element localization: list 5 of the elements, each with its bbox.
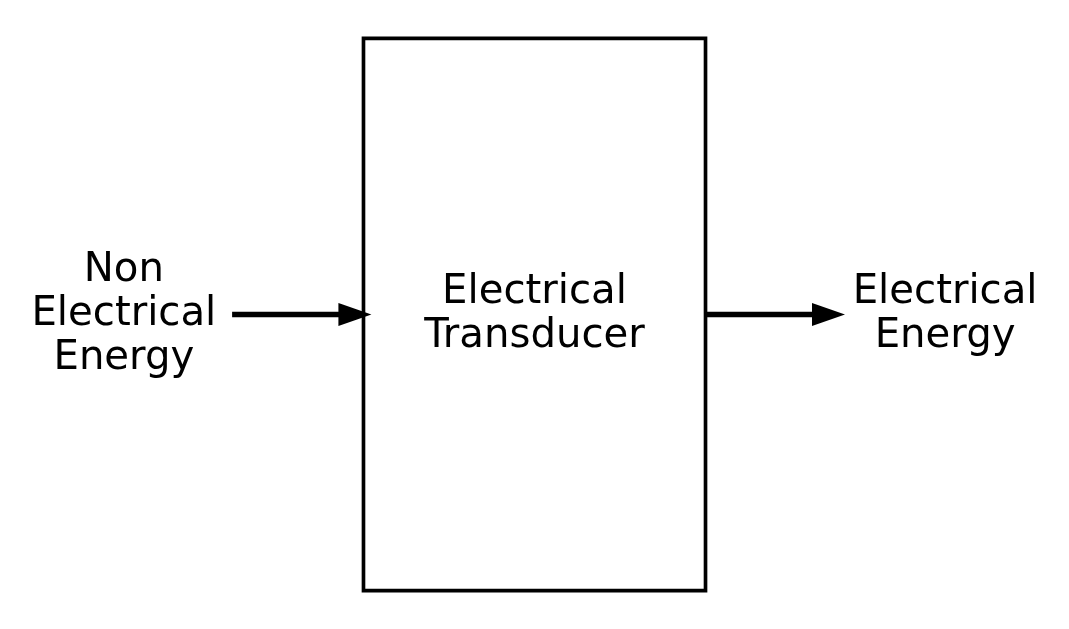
node-text: Non Electrical Energy xyxy=(31,243,217,378)
arrow xyxy=(705,302,845,327)
node-box: Electrical Transducer xyxy=(361,36,708,593)
arrow xyxy=(232,302,372,327)
node-text: Electrical Energy xyxy=(852,265,1038,356)
